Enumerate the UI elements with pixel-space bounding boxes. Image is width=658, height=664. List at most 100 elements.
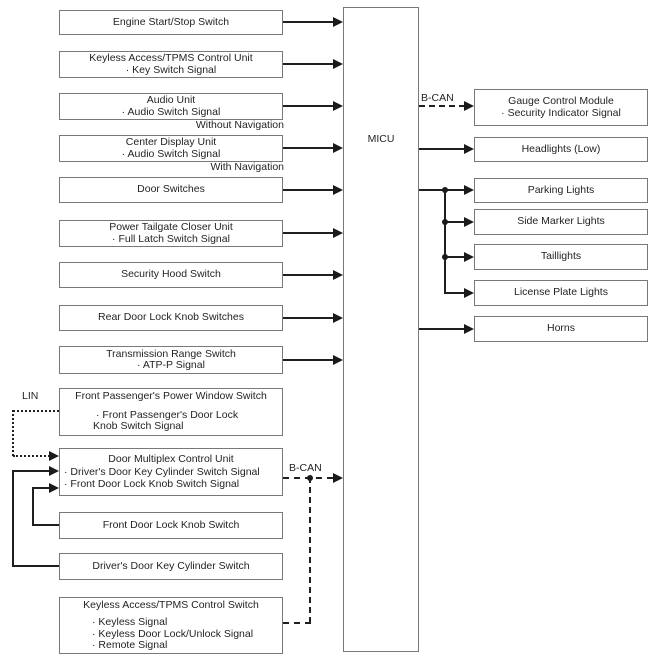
connector-line (445, 256, 465, 258)
connector-line (13, 565, 59, 567)
box-title: Audio Unit (146, 94, 196, 106)
connector-line (445, 292, 465, 294)
box-door-switches: Door Switches (59, 177, 283, 203)
arrowhead (333, 59, 343, 69)
arrowhead (333, 313, 343, 323)
box-security-hood-switch: Security Hood Switch (59, 262, 283, 288)
box-signal-line: · Driver's Door Key Cylinder Switch Sign… (64, 466, 260, 479)
label-with-navigation: With Navigation (210, 161, 284, 173)
box-title: Transmission Range Switch (106, 347, 236, 360)
box-title: Gauge Control Module (508, 95, 614, 107)
connector-line (283, 147, 334, 149)
connector-line (283, 63, 334, 65)
connector-line (419, 148, 465, 150)
box-title: Security Hood Switch (121, 268, 221, 281)
box-signal-line: · Front Door Lock Knob Switch Signal (64, 477, 240, 490)
box-signal-line: · Remote Signal (92, 639, 168, 651)
box-driver-door-key-cylinder-switch: Driver's Door Key Cylinder Switch (59, 553, 283, 580)
box-front-passenger-power-window-switch: Front Passenger's Power Window Switch · … (59, 388, 283, 436)
connector-line (33, 524, 59, 526)
box-horns: Horns (474, 316, 648, 342)
box-audio-unit: Audio Unit · Audio Switch Signal (59, 93, 283, 120)
box-title: Front Door Lock Knob Switch (102, 518, 240, 531)
micu-label: MICU (367, 133, 395, 145)
box-taillights: Taillights (474, 244, 648, 270)
connector-line (419, 328, 465, 330)
box-signal-line: · Key Switch Signal (125, 63, 217, 76)
box-signal-line: · Front Passenger's Door Lock (96, 408, 239, 421)
label-lin-bus: LIN (22, 390, 39, 402)
connector-line (283, 189, 334, 191)
label-bcan-bus-bottom: B-CAN (289, 462, 322, 474)
box-signal-line: · Keyless Door Lock/Unlock Signal (92, 627, 254, 640)
box-side-marker-lights: Side Marker Lights (474, 209, 648, 235)
arrowhead (333, 185, 343, 195)
box-signal-line: Knob Switch Signal (93, 420, 184, 433)
label-bcan-bus-top: B-CAN (421, 92, 454, 104)
box-title: Driver's Door Key Cylinder Switch (92, 559, 250, 572)
connector-line (283, 317, 334, 319)
label-without-navigation: Without Navigation (195, 119, 284, 131)
connector-line (13, 470, 50, 472)
box-keyless-access-tpms-control-switch: Keyless Access/TPMS Control Switch · Key… (59, 597, 283, 654)
box-engine-start-stop-switch: Engine Start/Stop Switch (59, 10, 283, 35)
box-title: License Plate Lights (514, 286, 608, 299)
box-signal-line: · Audio Switch Signal (121, 147, 221, 160)
connector-line (445, 221, 465, 223)
connector-line (283, 105, 334, 107)
connector-line (12, 470, 14, 567)
arrowhead (464, 217, 474, 227)
connector-line (283, 359, 334, 361)
arrowhead (464, 185, 474, 195)
box-keyless-access-tpms-control-unit: Keyless Access/TPMS Control Unit · Key S… (59, 51, 283, 78)
box-signal-line: · Keyless Signal (92, 616, 168, 628)
box-signal-line: · Audio Switch Signal (121, 105, 221, 118)
arrowhead (333, 101, 343, 111)
box-title: Taillights (540, 250, 582, 263)
arrowhead (333, 270, 343, 280)
box-title: Keyless Access/TPMS Control Unit (89, 52, 253, 64)
arrowhead (464, 144, 474, 154)
box-center-display-unit: Center Display Unit · Audio Switch Signa… (59, 135, 283, 162)
bcan-dashed-line (419, 105, 465, 107)
box-title: Horns (546, 322, 575, 335)
box-power-tailgate-closer-unit: Power Tailgate Closer Unit · Full Latch … (59, 220, 283, 247)
box-door-multiplex-control-unit: Door Multiplex Control Unit · Driver's D… (59, 448, 283, 496)
bcan-dashed-line (283, 622, 311, 624)
arrowhead (49, 483, 59, 493)
arrowhead (49, 466, 59, 476)
arrowhead (464, 252, 474, 262)
arrowhead (333, 355, 343, 365)
box-title: Center Display Unit (125, 136, 217, 148)
arrowhead (49, 451, 59, 461)
box-micu: MICU (343, 7, 419, 652)
box-title: Door Switches (137, 183, 205, 196)
box-title: Rear Door Lock Knob Switches (98, 311, 244, 324)
box-title: Power Tailgate Closer Unit (109, 221, 233, 233)
box-license-plate-lights: License Plate Lights (474, 280, 648, 306)
arrowhead (464, 288, 474, 298)
box-front-door-lock-knob-switch: Front Door Lock Knob Switch (59, 512, 283, 539)
connector-line (283, 232, 334, 234)
box-title: Headlights (Low) (521, 142, 601, 155)
arrowhead (464, 324, 474, 334)
box-parking-lights: Parking Lights (474, 178, 648, 203)
junction-dot (442, 219, 448, 225)
box-rear-door-lock-knob-switches: Rear Door Lock Knob Switches (59, 305, 283, 331)
box-title: Front Passenger's Power Window Switch (75, 390, 267, 403)
box-headlights-low: Headlights (Low) (474, 137, 648, 162)
connector-line (33, 487, 50, 489)
arrowhead (333, 143, 343, 153)
arrowhead (464, 101, 474, 111)
box-title: Door Multiplex Control Unit (108, 452, 234, 465)
junction-dot (442, 254, 448, 260)
lin-dotted-line (13, 455, 50, 457)
box-title: Engine Start/Stop Switch (112, 15, 230, 28)
arrowhead (333, 228, 343, 238)
box-title: Side Marker Lights (517, 215, 605, 228)
box-title: Keyless Access/TPMS Control Switch (83, 598, 259, 611)
lin-dotted-line (12, 410, 14, 456)
box-gauge-control-module: Gauge Control Module · Security Indicato… (474, 89, 648, 126)
lighting-bus-line (444, 189, 446, 294)
